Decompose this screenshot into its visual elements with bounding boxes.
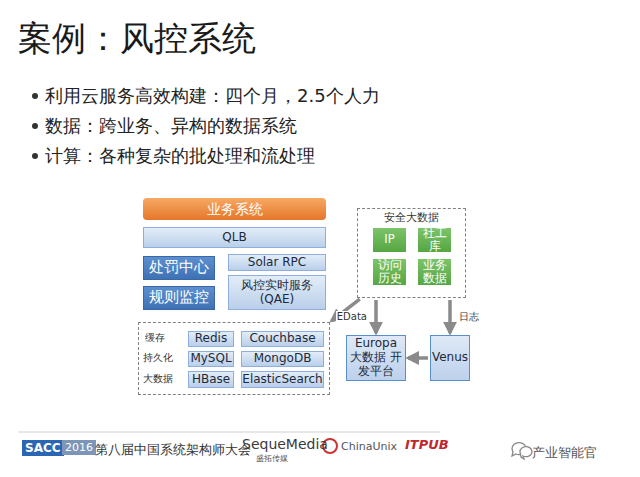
process-box: QLB [143,227,326,248]
watermark: 产业智能官 [532,444,597,462]
process-box: HBase [188,371,234,388]
process-box: Europa 大数据 开发平台 [346,335,406,381]
node-text: 业务系统 [207,201,263,217]
tier-label: 持久化 [143,351,173,365]
data-box: 访问历史 [373,259,406,285]
process-box: MongoDB [241,351,324,367]
slide-title: 案例：风控系统 [18,16,256,62]
footer-text: 2016 [62,440,96,455]
edge-label: 日志 [458,310,480,324]
process-box: 规则监控 [143,286,215,310]
footer-rule [18,432,440,433]
footer-text: SequeMedia [242,436,328,452]
bullet-dot [32,153,38,159]
arrow-connector [374,300,378,333]
node-text: 处罚中心 [149,259,209,276]
process-box: 风控实时服务 (QAE) [228,275,326,310]
node-text: ElasticSearch [242,373,322,387]
process-box: 业务系统 [143,198,326,220]
node-text: 风控实时服务 (QAE) [229,279,325,307]
node-text: 社工库 [420,227,449,253]
node-text: MongoDB [254,352,312,366]
arrow-connector [408,356,428,360]
tier-label: 大数据 [143,372,173,386]
node-text: HBase [192,373,230,387]
process-box: MySQL [188,351,234,367]
node-text: Venus [432,351,468,365]
node-text: Redis [195,332,227,346]
data-box: IP [373,228,406,252]
footer-text: 盛拓传媒 [256,453,288,464]
node-text: IP [384,233,394,246]
tier-label: 缓存 [145,331,165,345]
process-box: 处罚中心 [143,256,215,280]
process-box: Redis [188,331,234,347]
node-text: MySQL [190,352,231,366]
bullet-text: 数据：跨业务、异构的数据系统 [45,114,297,138]
node-text: Solar RPC [248,256,306,270]
process-box: Solar RPC [228,254,326,271]
node-text: Couchbase [249,332,315,346]
node-text: QLB [222,231,246,245]
bullet-text: 计算：各种复杂的批处理和流处理 [45,144,315,168]
process-box: Venus [430,335,470,381]
bullet-dot [32,93,38,99]
wechat-icon [520,447,532,459]
footer-text: ChinaUnix [341,440,397,453]
data-box: 业务数据 [418,259,451,285]
node-text: 业务数据 [420,259,449,285]
process-box: Couchbase [241,331,324,347]
node-text: Europa 大数据 开发平台 [349,337,403,378]
bullet-dot [32,123,38,129]
edge-label: EData [336,311,368,322]
dashed-group: 安全大数据 IP 社工库访问历史业务数据 [357,208,466,298]
node-text: 安全大数据 [384,212,439,225]
node-text: 访问历史 [375,259,404,285]
bullet-text: 利用云服务高效构建：四个月，2.5个人力 [45,84,380,108]
process-box: ElasticSearch [241,371,324,388]
data-box: 社工库 [418,228,451,252]
arrow-connector [448,300,452,333]
footer-text: 第八届中国系统架构师大会 [95,441,251,459]
footer-text: SACC [22,440,64,456]
footer-text: ITPUB [405,437,449,452]
node-text: 规则监控 [149,289,209,306]
